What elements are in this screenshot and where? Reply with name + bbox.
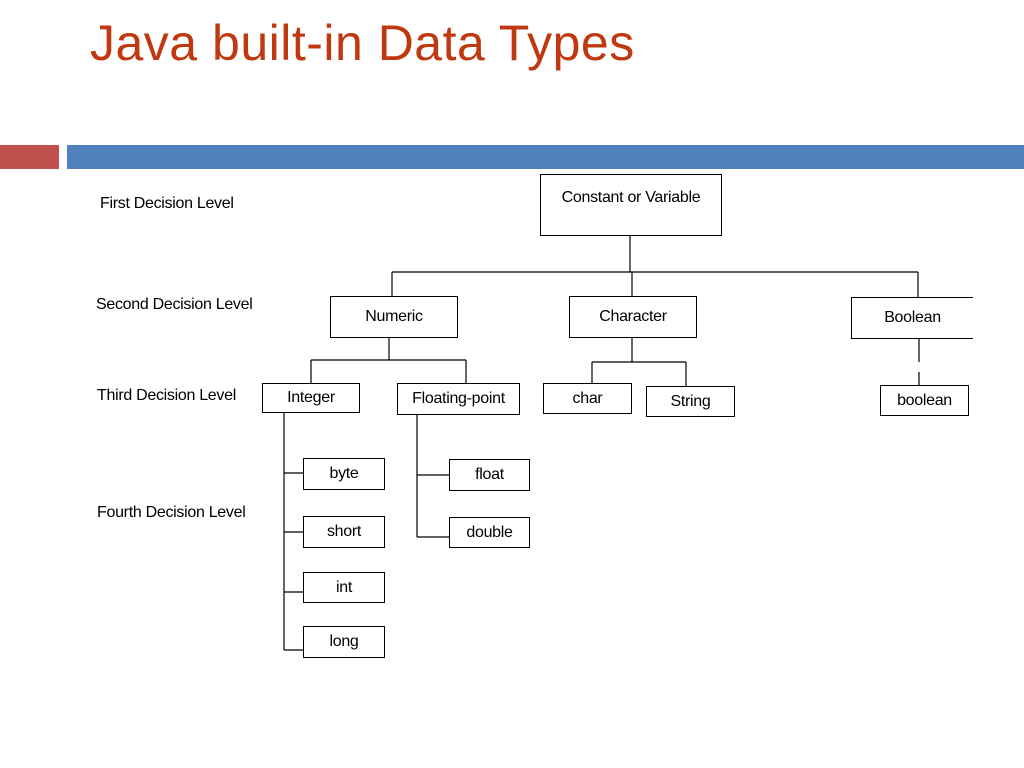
node-numeric: Numeric [330, 296, 458, 338]
second-decision-level-label: Second Decision Level [96, 296, 253, 313]
node-short: short [303, 516, 385, 548]
first-decision-level-label: First Decision Level [100, 195, 234, 212]
node-char: char [543, 383, 632, 414]
node-float: float [449, 459, 530, 491]
node-byte: byte [303, 458, 385, 490]
accent-bar-red [0, 145, 59, 169]
node-integer: Integer [262, 383, 360, 413]
node-floating-point: Floating-point [397, 383, 520, 415]
node-constant-or-variable: Constant or Variable [540, 174, 722, 236]
node-int: int [303, 572, 385, 603]
node-string: String [646, 386, 735, 417]
node-boolean-primitive: boolean [880, 385, 969, 416]
fourth-decision-level-label: Fourth Decision Level [97, 504, 246, 521]
node-double: double [449, 517, 530, 548]
node-character: Character [569, 296, 697, 338]
accent-bar-blue [67, 145, 1024, 169]
slide-title: Java built-in Data Types [90, 15, 635, 71]
node-long: long [303, 626, 385, 658]
node-boolean: Boolean [851, 297, 973, 339]
third-decision-level-label: Third Decision Level [97, 387, 236, 404]
